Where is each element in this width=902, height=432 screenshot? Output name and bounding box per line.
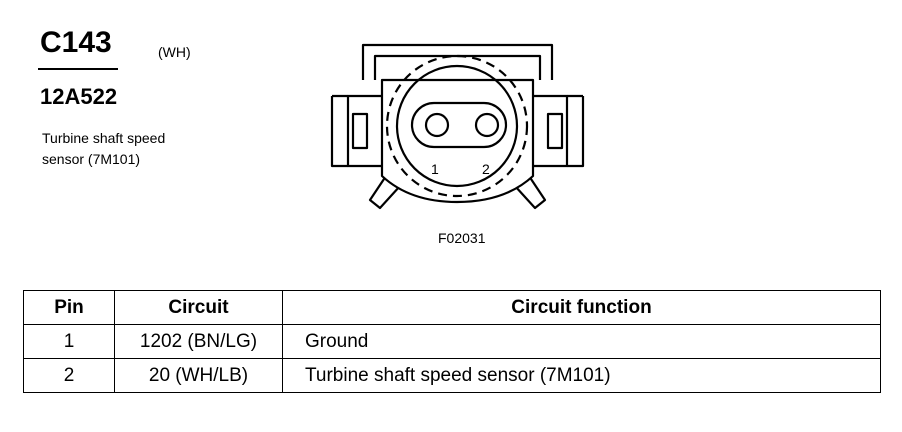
left-clip bbox=[346, 94, 382, 168]
header-circuit: Circuit bbox=[114, 290, 283, 325]
latch-frame bbox=[361, 43, 554, 80]
cell-function: Ground bbox=[282, 324, 881, 359]
connector-body bbox=[395, 64, 519, 188]
table-header-row: Pin Circuit Circuit function bbox=[23, 290, 881, 325]
connector-description-line2: sensor (7M101) bbox=[42, 151, 141, 167]
lower-left-tab bbox=[368, 175, 401, 210]
cell-circuit: 1202 (BN/LG) bbox=[114, 324, 283, 359]
connector-color: (WH) bbox=[158, 44, 191, 60]
cell-function: Turbine shaft speed sensor (7M101) bbox=[282, 358, 881, 393]
terminal-pin-1 bbox=[424, 112, 450, 138]
cell-circuit: 20 (WH/LB) bbox=[114, 358, 283, 393]
table-row: 2 20 (WH/LB) Turbine shaft speed sensor … bbox=[23, 358, 881, 393]
connector-description-line1: Turbine shaft speed bbox=[42, 130, 166, 146]
pin-label-1: 1 bbox=[431, 161, 439, 177]
connector-id: C143 bbox=[40, 26, 112, 59]
left-clip-tab bbox=[351, 112, 369, 150]
header-pin: Pin bbox=[23, 290, 115, 325]
left-clip-outer bbox=[330, 94, 348, 168]
pin-label-2: 2 bbox=[482, 161, 490, 177]
header-circuit-function: Circuit function bbox=[282, 290, 881, 325]
lower-right-tab bbox=[514, 175, 547, 210]
table-row: 1 1202 (BN/LG) Ground bbox=[23, 324, 881, 359]
connector-face-diagram: 1 2 bbox=[330, 43, 585, 210]
cell-pin: 1 bbox=[23, 324, 115, 359]
right-clip-tab bbox=[546, 112, 564, 150]
figure-id: F02031 bbox=[438, 230, 486, 246]
right-clip-outer bbox=[567, 94, 585, 168]
pin-table: Pin Circuit Circuit function 1 1202 (BN/… bbox=[23, 290, 881, 393]
part-number: 12A522 bbox=[40, 84, 118, 109]
latch-frame-inner bbox=[373, 54, 542, 80]
terminal-cavity bbox=[410, 101, 508, 149]
terminal-pin-2 bbox=[474, 112, 500, 138]
title-underline bbox=[38, 68, 118, 70]
right-clip bbox=[533, 94, 569, 168]
cell-pin: 2 bbox=[23, 358, 115, 393]
seal-dashed-circle bbox=[385, 54, 529, 198]
